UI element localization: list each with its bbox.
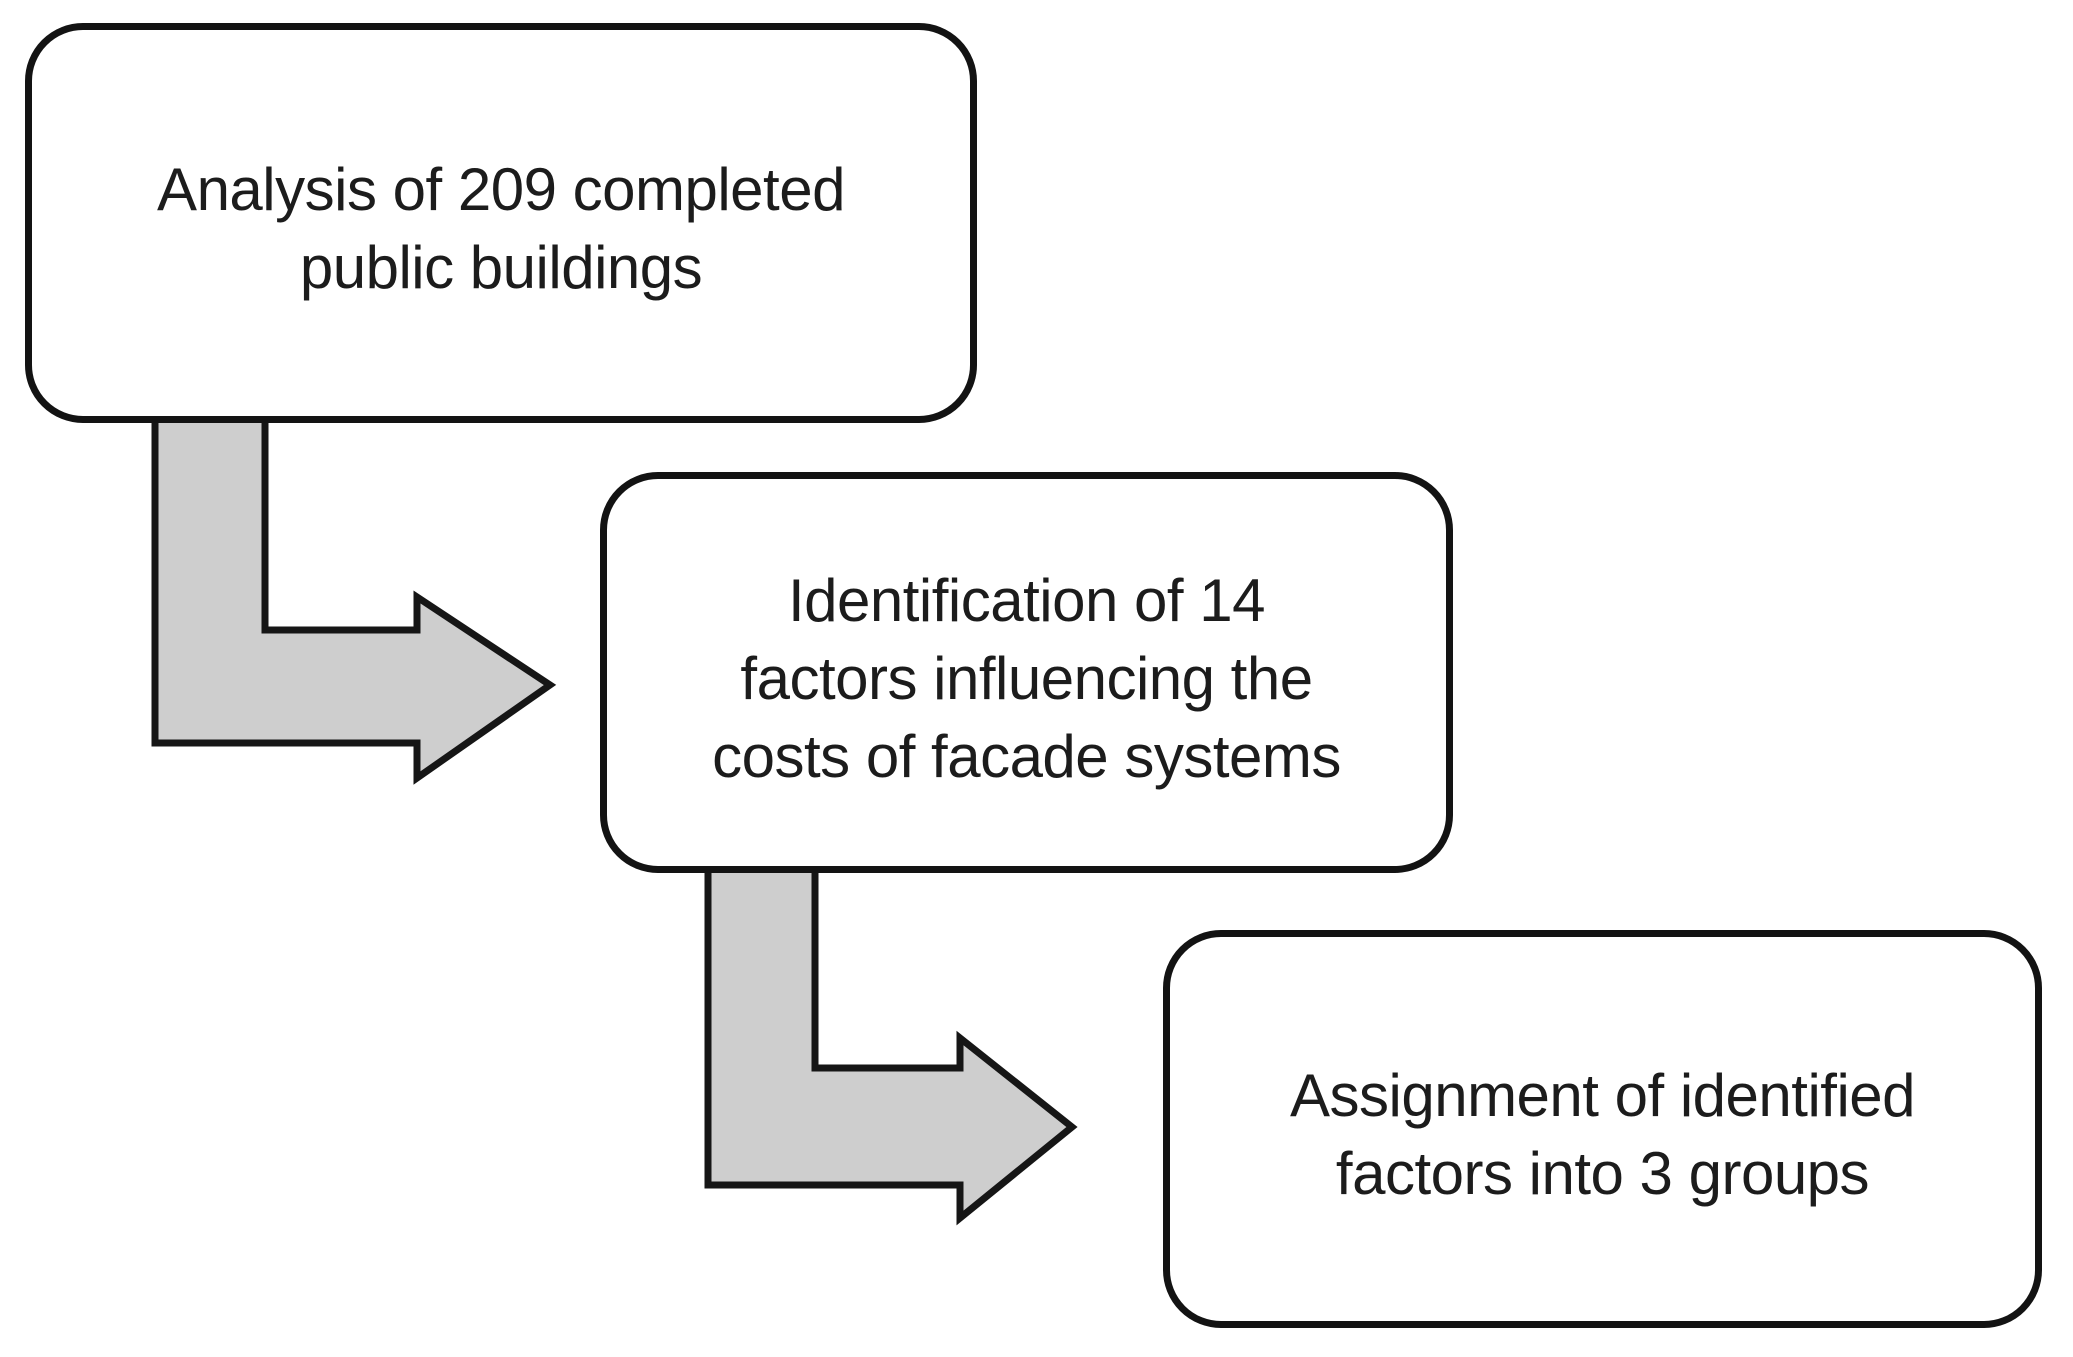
step-text-line: Analysis of 209 completed <box>157 156 845 223</box>
step-text-line: public buildings <box>299 234 703 301</box>
step-box-analysis: Analysis of 209 completed public buildin… <box>25 23 977 423</box>
step-text-line: Identification of 14 <box>787 566 1266 634</box>
step-text-line: costs of facade systems <box>712 722 1341 790</box>
step-text-line: factors influencing the <box>740 644 1313 712</box>
step-text-line: factors into 3 groups <box>1335 1140 1870 1207</box>
elbow-arrow-1-icon <box>151 412 557 785</box>
step-text-line: Assignment of identified <box>1289 1062 1916 1129</box>
step-box-identification: Identification of 14 factors influencing… <box>600 472 1453 873</box>
elbow-arrow-2-icon <box>704 864 1078 1226</box>
step-box-assignment: Assignment of identified factors into 3 … <box>1163 930 2042 1328</box>
